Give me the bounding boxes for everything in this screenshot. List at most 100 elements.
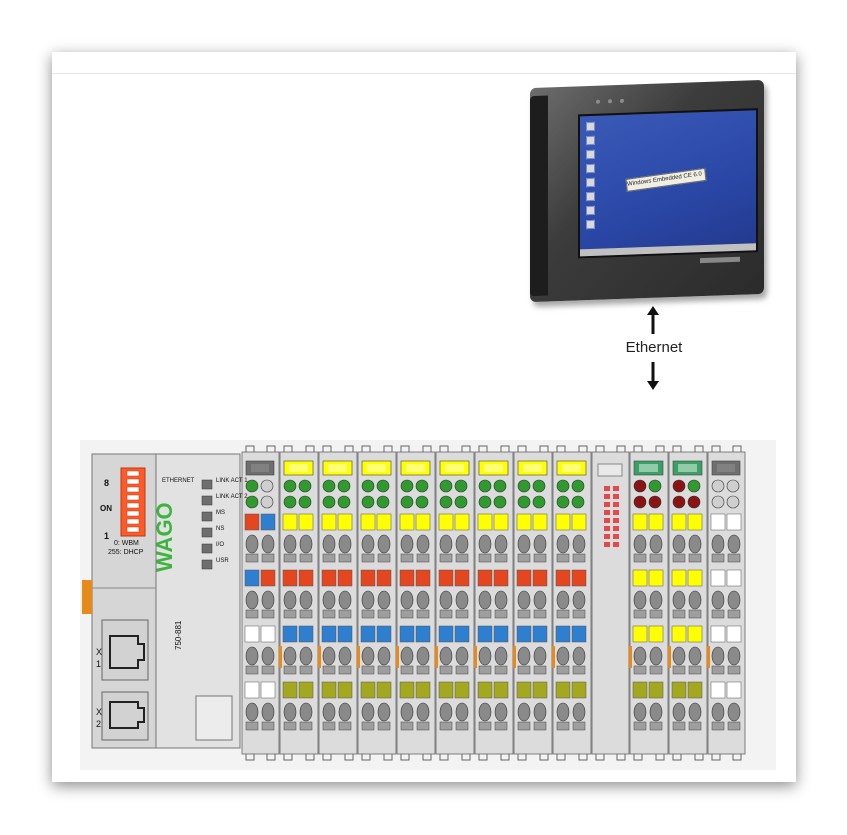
- terminal-tab: [376, 513, 392, 531]
- module-marker: [322, 460, 353, 476]
- wire-opening: [245, 534, 259, 554]
- counter-led: [613, 494, 619, 499]
- wire-opening: [361, 646, 375, 666]
- wire-opening: [633, 534, 647, 554]
- module-led: [245, 495, 259, 509]
- io-module-10: [591, 445, 630, 761]
- module-led: [322, 495, 336, 509]
- release-lever: [322, 665, 336, 675]
- terminal-tab: [516, 681, 532, 699]
- arrow-up-icon: [647, 306, 659, 334]
- module-led: [454, 479, 468, 493]
- power-contact: [396, 646, 399, 668]
- module-marker-window: [328, 464, 347, 472]
- module-led: [439, 479, 453, 493]
- desktop-icon: [586, 135, 595, 146]
- module-marker: [245, 460, 275, 476]
- release-lever: [361, 665, 375, 675]
- module-led: [283, 479, 297, 493]
- terminal-tab: [260, 569, 276, 587]
- module-led: [454, 495, 468, 509]
- release-tab[interactable]: [82, 580, 92, 614]
- terminal-tab: [454, 569, 470, 587]
- release-lever: [283, 609, 297, 619]
- port-label-2: X 2: [96, 707, 103, 729]
- terminal-tab: [710, 681, 726, 699]
- dip-switch-slot: [126, 518, 140, 525]
- power-contact: [668, 646, 671, 668]
- status-led: [201, 479, 213, 490]
- release-lever: [416, 721, 430, 731]
- memory-card-slot[interactable]: [195, 695, 233, 741]
- hmi-bezel-side: [530, 95, 548, 297]
- terminal-tab: [671, 569, 687, 587]
- port-label-1: X 1: [96, 647, 103, 669]
- rj45-socket-icon: [109, 635, 145, 669]
- release-lever: [494, 609, 508, 619]
- terminal-tab: [687, 569, 703, 587]
- arrow-down-icon: [647, 362, 659, 390]
- release-lever: [688, 609, 702, 619]
- release-lever: [727, 553, 741, 563]
- release-lever: [727, 665, 741, 675]
- wire-opening: [572, 646, 586, 666]
- wire-opening: [400, 702, 414, 722]
- wire-opening: [439, 702, 453, 722]
- module-led: [687, 479, 701, 493]
- release-lever: [672, 553, 686, 563]
- module-clip: [478, 754, 510, 761]
- ethernet-port-1[interactable]: [101, 619, 149, 681]
- led-label: NS: [216, 526, 225, 532]
- module-clip: [361, 445, 393, 452]
- module-led: [711, 495, 725, 509]
- module-clip: [517, 754, 549, 761]
- wire-opening: [649, 702, 663, 722]
- header-divider: [52, 73, 796, 74]
- module-clip: [478, 445, 510, 452]
- release-lever: [338, 553, 352, 563]
- module-clip: [283, 754, 315, 761]
- release-lever: [649, 609, 663, 619]
- release-lever: [633, 553, 647, 563]
- wire-opening: [400, 646, 414, 666]
- module-clip: [361, 754, 393, 761]
- dip-switch[interactable]: [120, 467, 146, 537]
- module-marker-window: [406, 464, 425, 472]
- module-marker: [711, 460, 741, 476]
- terminal-tab: [477, 513, 493, 531]
- plc-drawing: WAGO 750-881: [82, 445, 746, 761]
- terminal-tab: [555, 513, 571, 531]
- ethernet-port-2[interactable]: [101, 691, 149, 741]
- wire-opening: [556, 646, 570, 666]
- wire-opening: [361, 702, 375, 722]
- terminal-tab: [516, 569, 532, 587]
- terminal-tab: [571, 569, 587, 587]
- release-lever: [517, 609, 531, 619]
- wire-opening: [416, 590, 430, 610]
- desktop-icon: [586, 191, 595, 202]
- wire-opening: [688, 646, 702, 666]
- terminal-tab: [477, 625, 493, 643]
- terminal-tab: [321, 681, 337, 699]
- release-lever: [400, 609, 414, 619]
- wire-opening: [439, 534, 453, 554]
- os-banner: Windows Embedded CE 6.0: [625, 167, 707, 192]
- wire-opening: [672, 702, 686, 722]
- wire-opening: [688, 590, 702, 610]
- wire-opening: [400, 590, 414, 610]
- wire-opening: [416, 646, 430, 666]
- module-led: [672, 495, 686, 509]
- wire-opening: [261, 534, 275, 554]
- counter-led: [604, 542, 610, 547]
- counter-led: [604, 526, 610, 531]
- wire-opening: [478, 702, 492, 722]
- terminal-tab: [454, 513, 470, 531]
- terminal-tab: [493, 625, 509, 643]
- wire-opening: [299, 702, 313, 722]
- io-module-9: [552, 445, 592, 761]
- terminal-tab: [493, 513, 509, 531]
- module-marker: [517, 460, 548, 476]
- led-label: I/O: [216, 542, 225, 548]
- wire-opening: [455, 534, 469, 554]
- wire-opening: [533, 590, 547, 610]
